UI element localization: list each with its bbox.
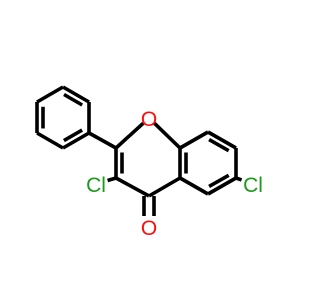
ring-oxygen-label: O: [141, 108, 157, 131]
molecule-structure: O Cl Cl O: [35, 85, 263, 240]
chlorine-6-label: Cl: [243, 174, 263, 197]
ring-bond: [207, 176, 237, 196]
ring-bond: [207, 130, 237, 150]
ring-bond: [153, 122, 182, 150]
outer-bond: [62, 131, 90, 150]
ring-bond: [179, 130, 209, 150]
ring-bond: [115, 176, 150, 198]
chlorine-3-label: Cl: [86, 174, 106, 197]
bond-lines: [35, 85, 243, 216]
substituent-bond: [107, 176, 117, 183]
outer-bond: [36, 85, 64, 104]
inner-double-bond: [208, 137, 230, 153]
phenyl-link-bond: [88, 131, 117, 150]
ring-bond: [179, 176, 209, 196]
carbonyl-oxygen-label: O: [141, 217, 157, 240]
ring-bond: [114, 121, 145, 150]
outer-bond: [36, 131, 64, 150]
substituent-bond: [235, 176, 243, 182]
structure-canvas: O Cl Cl O: [35, 85, 263, 240]
inner-double-bond: [63, 92, 84, 107]
outer-bond: [62, 85, 90, 104]
ring-bond: [148, 176, 181, 198]
inner-double-bond: [208, 173, 230, 189]
inner-double-bond: [62, 128, 83, 143]
